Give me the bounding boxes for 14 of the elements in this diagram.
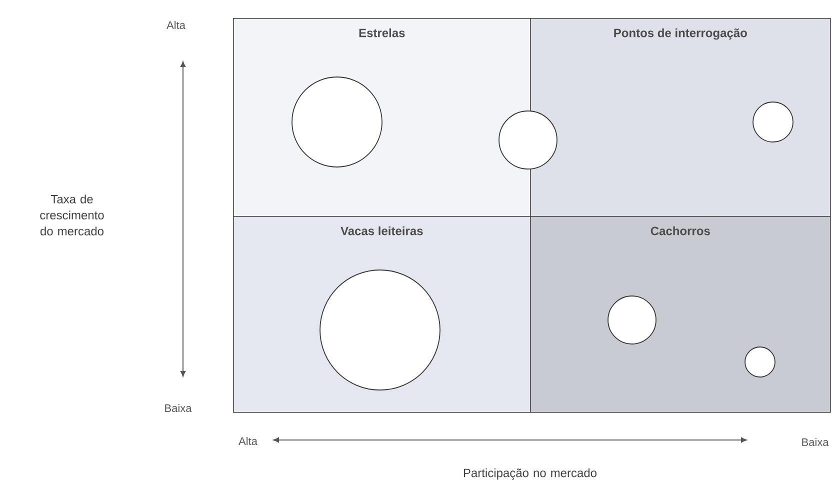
circle-bubble	[752, 102, 794, 142]
axis-title: Participação no mercado	[464, 468, 596, 480]
axis-label: Baixa	[165, 404, 192, 412]
circle-bubble	[498, 110, 558, 170]
axis-title: Taxa de crescimento do mercado	[40, 194, 104, 236]
circle-bubble	[292, 76, 382, 168]
axis-label: Baixa	[802, 438, 829, 446]
circle-bubble	[320, 270, 440, 390]
circle-bubble	[608, 296, 656, 344]
axis-label: Alta	[238, 436, 258, 446]
quadrant-box: Pontos de interrogação	[530, 18, 831, 217]
quadrant-box: Cachorros	[530, 216, 831, 413]
axis-label: Alta	[166, 20, 186, 30]
circle-bubble	[744, 346, 776, 378]
